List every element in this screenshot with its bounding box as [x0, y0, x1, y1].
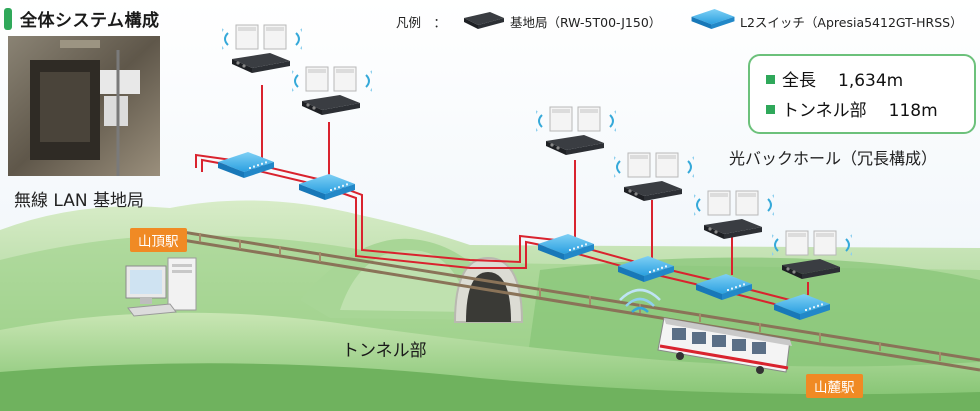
total-length-value: 1,634m [838, 71, 904, 91]
fiber-backhaul-label: 光バックホール（冗長構成） [729, 149, 938, 168]
title-accent-bar [4, 8, 12, 30]
bullet-square-icon [766, 105, 775, 114]
tunnel-length-row: トンネル部 118m [766, 96, 938, 121]
wifi-signal-icon [619, 288, 661, 313]
legend-heading: 凡例 ： [396, 15, 447, 30]
base-station-tag: 山麓駅 [806, 374, 863, 398]
antenna-icon [8, 36, 160, 176]
tunnel-caption: トンネル部 [342, 341, 427, 361]
legend-base-station-label: 基地局（RW-5T00-J150） [510, 15, 662, 30]
route-info-box: 全長 1,634m トンネル部 118m [748, 54, 976, 134]
server-pc-icon [125, 257, 197, 317]
tunnel-length-label: トンネル部 [782, 101, 867, 121]
tunnel-length-value: 118m [888, 101, 938, 121]
legend-l2-switch-icon [691, 9, 735, 29]
summit-station-tag: 山頂駅 [130, 228, 187, 252]
total-length-row: 全長 1,634m [766, 66, 903, 91]
train-icon [657, 317, 792, 374]
bullet-square-icon [766, 75, 775, 84]
ap-photo-caption: 無線 LAN 基地局 [14, 191, 145, 211]
legend-base-station-icon [464, 12, 504, 29]
total-length-label: 全長 [782, 71, 816, 91]
legend-l2-switch-label: L2スイッチ（Apresia5412GT-HRSS） [740, 15, 963, 30]
page-title: 全体システム構成 [20, 11, 160, 31]
